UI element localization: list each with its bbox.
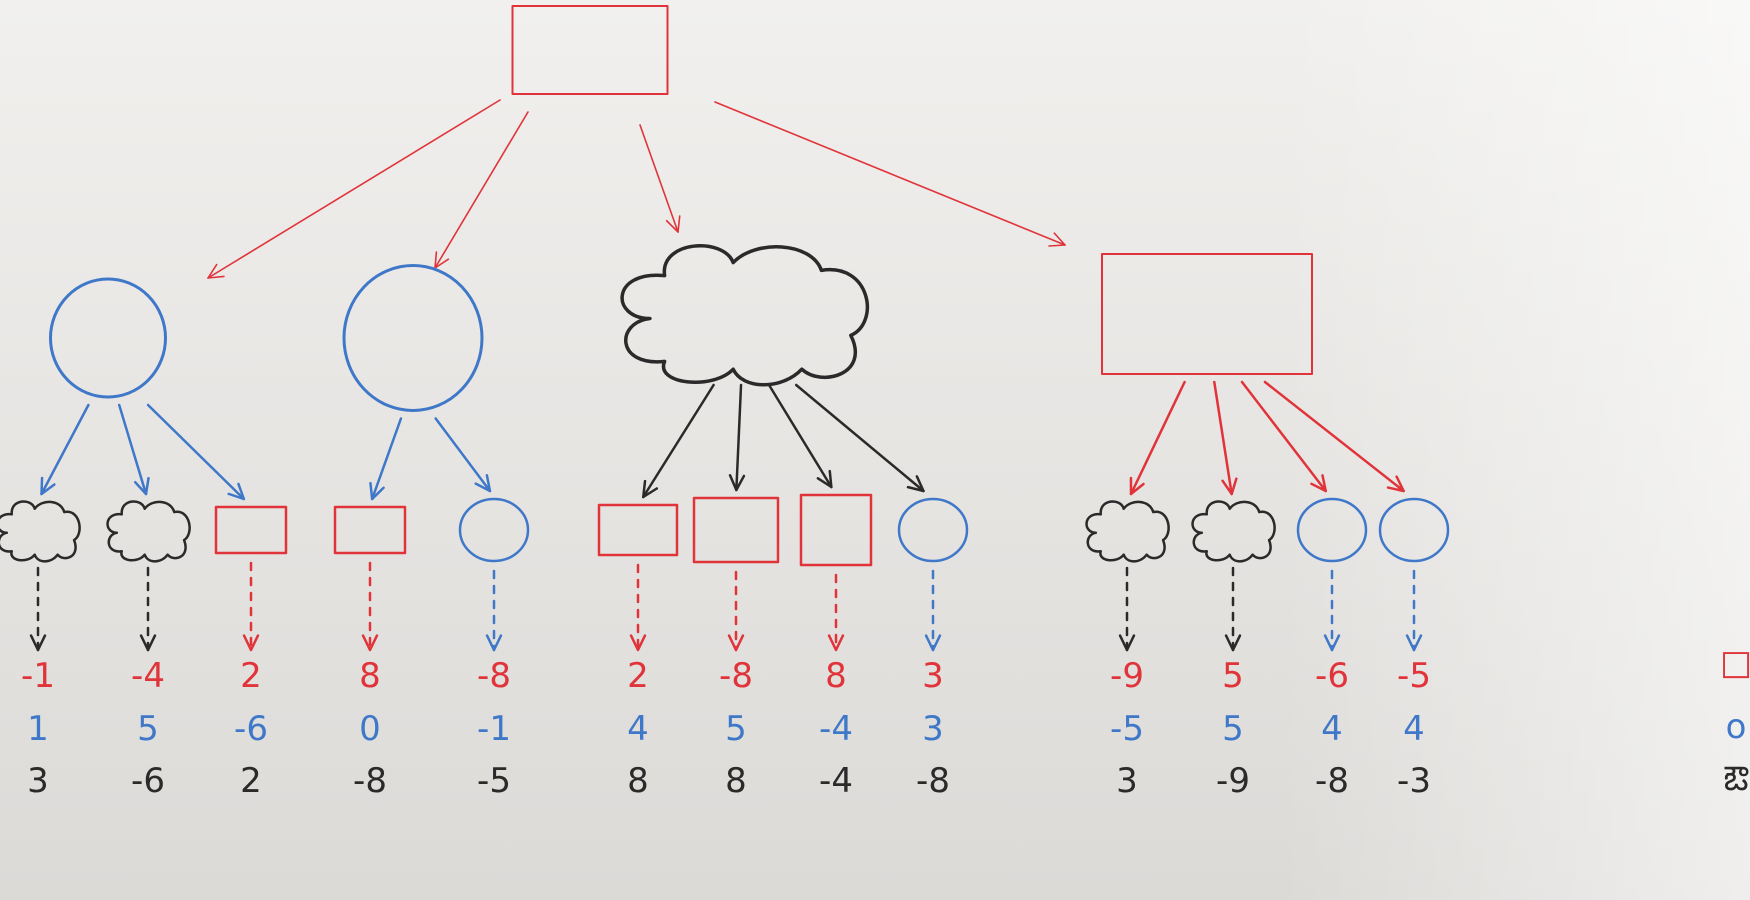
parent-edge-arrow bbox=[1263, 380, 1405, 493]
root-edge-arrow bbox=[639, 124, 681, 233]
leaf-value-row1: 5 bbox=[1222, 656, 1244, 696]
leaf-node-circle bbox=[897, 497, 969, 563]
shape-legend: □ oఔ bbox=[1720, 643, 1750, 799]
leaf-value-row3: -6 bbox=[131, 761, 165, 801]
leaf-value-row3: 8 bbox=[627, 761, 649, 801]
parent-edge-arrow bbox=[767, 383, 833, 489]
leaf-value-row1: 8 bbox=[359, 656, 381, 696]
value-arrow bbox=[361, 561, 379, 652]
leaf-node-rectangle bbox=[214, 505, 288, 555]
leaf-value-row1: 2 bbox=[240, 656, 262, 696]
leaf-node-cloud bbox=[106, 500, 191, 563]
value-arrow bbox=[29, 566, 47, 652]
leaf-node-cloud bbox=[1191, 500, 1276, 563]
leaf-value-row3: 8 bbox=[725, 761, 747, 801]
leaf-value-row3: -9 bbox=[1216, 761, 1250, 801]
parent-edge-arrow bbox=[117, 403, 150, 496]
leaf-value-row3: -5 bbox=[477, 761, 511, 801]
value-arrow bbox=[1224, 566, 1242, 652]
value-arrow bbox=[139, 566, 157, 652]
leaf-value-row1: -6 bbox=[1315, 656, 1349, 696]
legend-circle-symbol: o bbox=[1726, 707, 1747, 747]
window-reflection bbox=[1280, 0, 1750, 900]
value-arrow bbox=[1118, 566, 1136, 652]
leaf-node-circle bbox=[1378, 497, 1450, 563]
parent-edge-arrow bbox=[794, 383, 925, 493]
leaf-node-rectangle bbox=[333, 505, 407, 555]
leaf-value-row2: 5 bbox=[725, 709, 747, 749]
leaf-value-row3: 3 bbox=[27, 761, 49, 801]
leaf-value-row1: -8 bbox=[477, 656, 511, 696]
leaf-node-circle bbox=[1296, 497, 1368, 563]
leaf-value-row3: -8 bbox=[1315, 761, 1349, 801]
parent-edge-arrow bbox=[40, 403, 90, 496]
leaf-value-row2: -5 bbox=[1110, 709, 1144, 749]
leaf-value-row3: -8 bbox=[916, 761, 950, 801]
parent-edge-arrow bbox=[642, 383, 715, 499]
leaf-value-row3: -3 bbox=[1397, 761, 1431, 801]
leaf-value-row2: 4 bbox=[1403, 709, 1425, 749]
leaf-value-row1: -5 bbox=[1397, 656, 1431, 696]
value-arrow bbox=[242, 561, 260, 652]
leaf-value-row2: -4 bbox=[819, 709, 853, 749]
leaf-value-row3: 2 bbox=[240, 761, 262, 801]
leaf-value-row2: 0 bbox=[359, 709, 381, 749]
leaf-value-row1: 2 bbox=[627, 656, 649, 696]
leaf-node-rectangle bbox=[692, 496, 780, 564]
leaf-value-row1: -9 bbox=[1110, 656, 1144, 696]
value-arrow bbox=[485, 569, 503, 652]
leaf-value-row2: 1 bbox=[27, 709, 49, 749]
leaf-value-row2: 3 bbox=[922, 709, 944, 749]
leaf-value-row2: -6 bbox=[234, 709, 268, 749]
parent-edge-arrow bbox=[1240, 380, 1327, 493]
leaf-node-cloud bbox=[1085, 500, 1170, 563]
root-node bbox=[511, 5, 669, 95]
root-edge-arrow bbox=[714, 101, 1066, 247]
root-edge-arrow bbox=[207, 99, 501, 279]
parent-edge-arrow bbox=[146, 403, 246, 501]
leaf-node-circle bbox=[458, 497, 530, 563]
leaf-value-row2: 4 bbox=[1321, 709, 1343, 749]
leaf-value-row1: 3 bbox=[922, 656, 944, 696]
leaf-values: -1 1 3 -4 5 -6 2 -6 2 8 0 -8 -8 -1 -5 2 4 8 -8 5 8 8 -4 -4 3 3 -8 -… bbox=[21, 656, 1431, 801]
leaf-value-row2: -1 bbox=[477, 709, 511, 749]
leaf-node-cloud bbox=[0, 500, 81, 563]
level1-node-circle bbox=[342, 264, 484, 412]
leaf-node-rectangle bbox=[799, 493, 873, 567]
legend-rectangle-symbol: □ bbox=[1720, 643, 1750, 683]
leaf-value-row1: -4 bbox=[131, 656, 165, 696]
leaf-value-row2: 5 bbox=[1222, 709, 1244, 749]
leaf-value-row2: 4 bbox=[627, 709, 649, 749]
leaf-node-rectangle bbox=[597, 503, 679, 557]
leaf-value-row1: -8 bbox=[719, 656, 753, 696]
tree-edges bbox=[29, 99, 1423, 652]
value-arrow bbox=[629, 563, 647, 652]
leaf-value-row1: 8 bbox=[825, 656, 847, 696]
value-arrow bbox=[924, 569, 942, 652]
leaf-value-row1: -1 bbox=[21, 656, 55, 696]
value-arrow bbox=[1323, 569, 1341, 652]
tree-nodes bbox=[0, 5, 1450, 567]
leaf-value-row3: -4 bbox=[819, 761, 853, 801]
parent-edge-arrow bbox=[434, 417, 492, 493]
parent-edge-arrow bbox=[1129, 380, 1186, 496]
level1-node-circle bbox=[49, 277, 167, 399]
level1-node-cloud bbox=[620, 244, 869, 387]
value-arrow bbox=[727, 570, 745, 652]
value-arrow bbox=[827, 573, 845, 652]
leaf-value-row2: 5 bbox=[137, 709, 159, 749]
parent-edge-arrow bbox=[728, 383, 746, 492]
leaf-value-row3: -8 bbox=[353, 761, 387, 801]
value-arrow bbox=[1405, 569, 1423, 652]
parent-edge-arrow bbox=[369, 417, 403, 501]
legend-cloud-symbol: ఔ bbox=[1724, 759, 1749, 799]
parent-edge-arrow bbox=[1213, 380, 1238, 496]
leaf-value-row3: 3 bbox=[1116, 761, 1138, 801]
level1-node-rectangle bbox=[1101, 253, 1313, 375]
